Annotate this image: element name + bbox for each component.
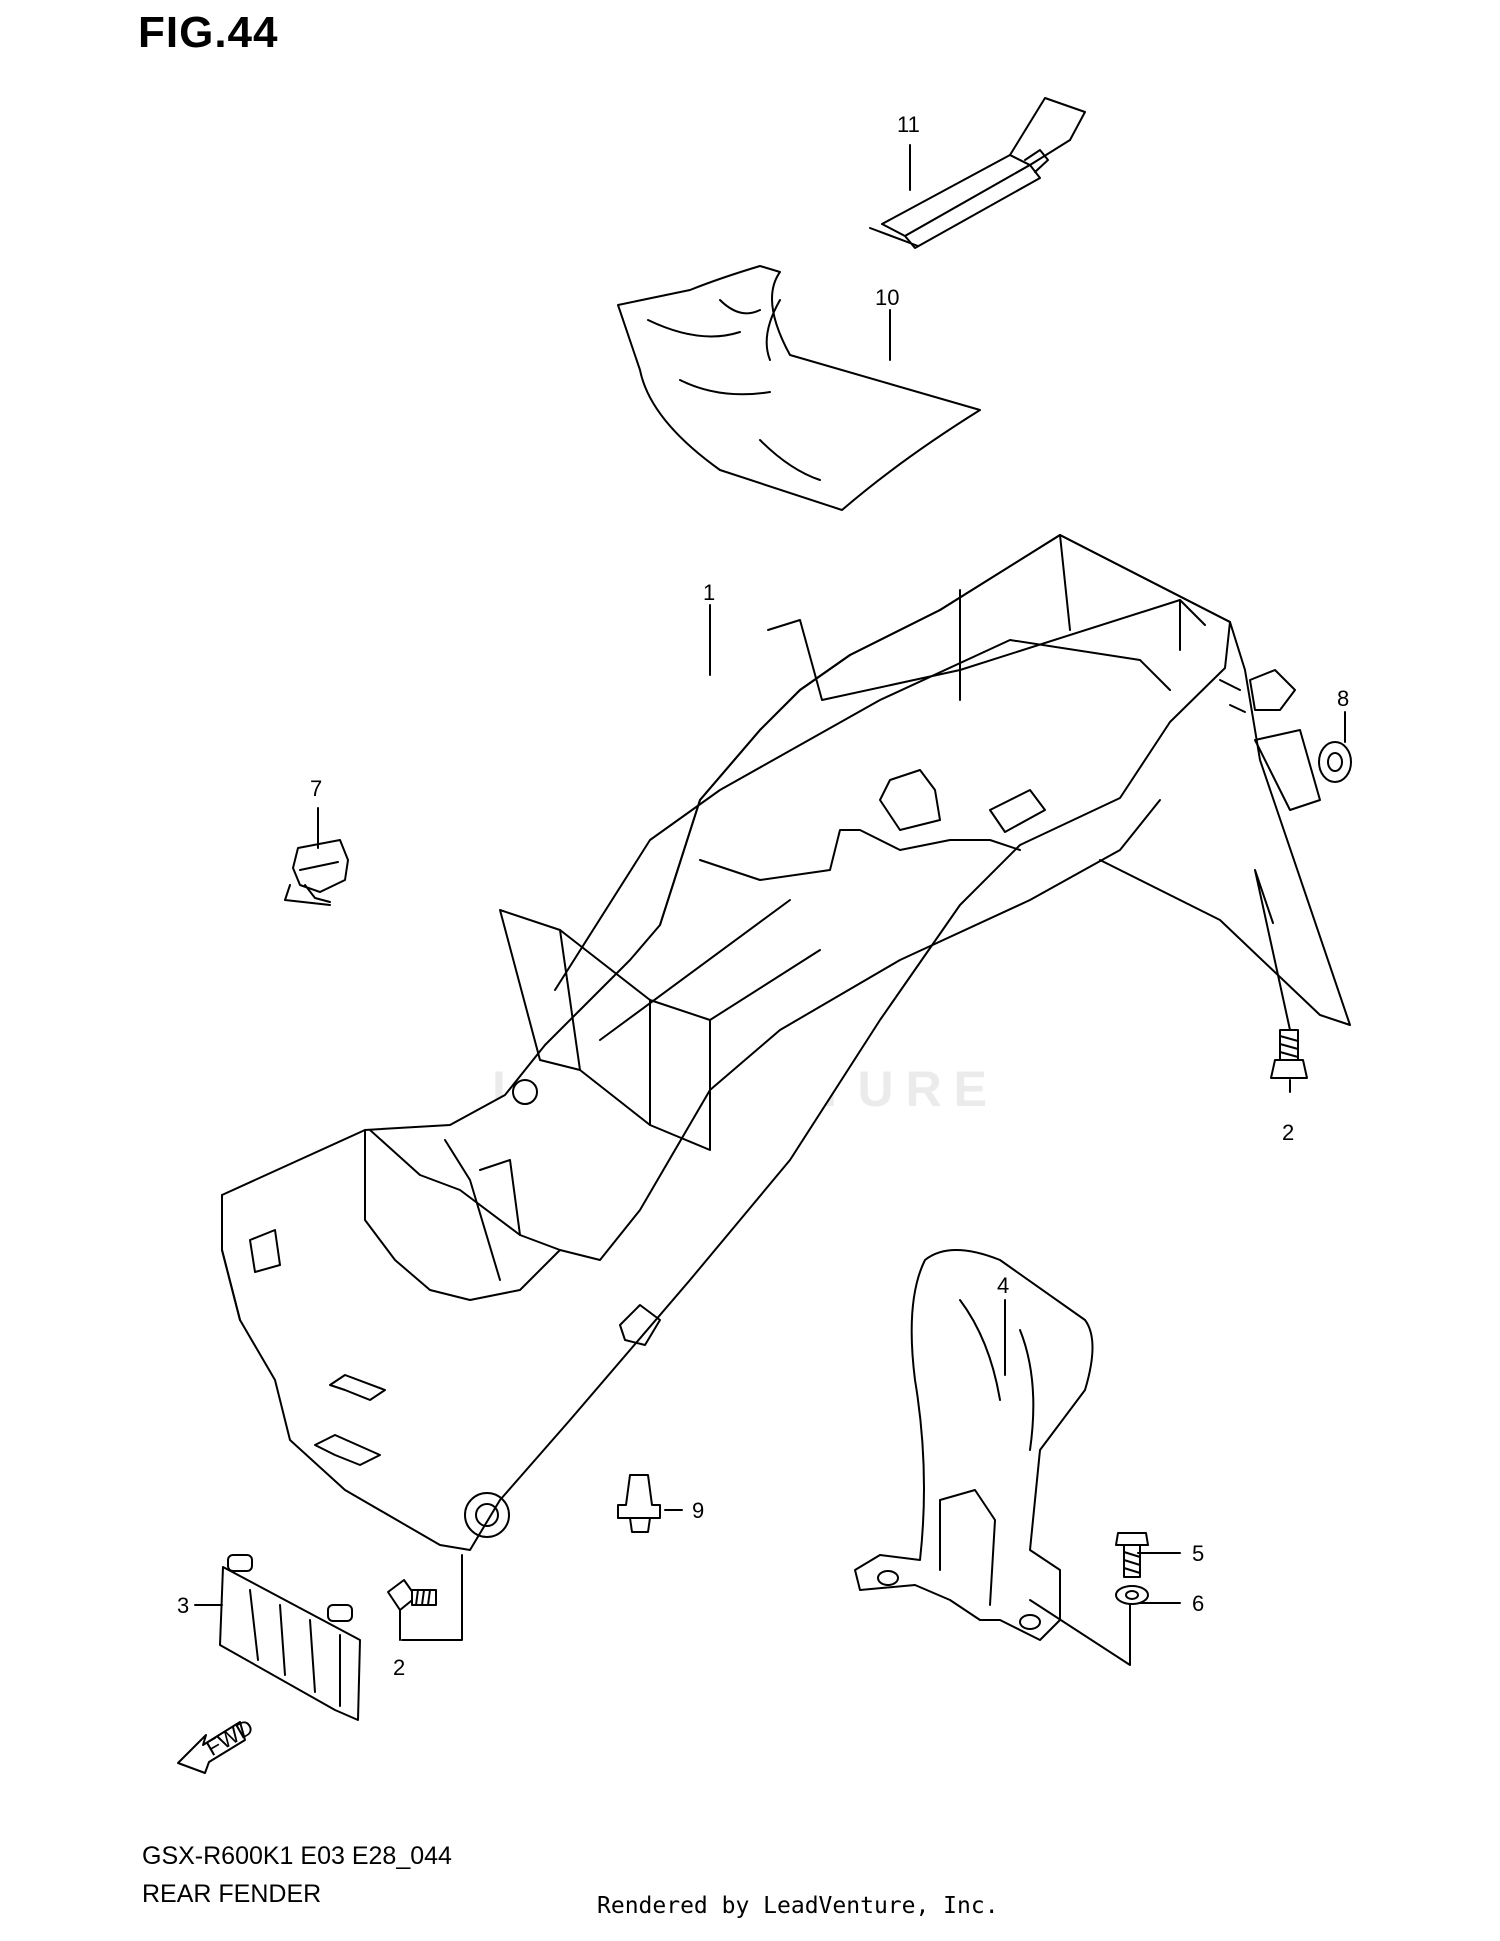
callout-4: 4 — [997, 1273, 1009, 1298]
callout-8: 8 — [1337, 686, 1349, 711]
render-credit: Rendered by LeadVenture, Inc. — [597, 1893, 999, 1919]
callout-11: 11 — [897, 112, 920, 137]
part-1-rear-fender[interactable] — [221, 534, 1351, 1551]
callout-6: 6 — [1192, 1591, 1204, 1616]
part-11-strap[interactable] — [869, 97, 1086, 249]
part-9-clip[interactable] — [617, 1474, 661, 1533]
forward-arrow-label: FWD — [202, 1714, 258, 1761]
part-3-guard[interactable] — [219, 1554, 361, 1721]
callout-3: 3 — [177, 1593, 189, 1618]
part-4-cover[interactable] — [854, 1249, 1094, 1641]
part-8-washer[interactable] — [1318, 741, 1352, 783]
leader-lines — [194, 144, 1346, 1666]
part-2-bolt-right[interactable] — [1270, 1029, 1308, 1079]
model-code: GSX-R600K1 E03 E28_044 — [142, 1842, 452, 1870]
part-7-clamp[interactable] — [284, 839, 349, 906]
part-10-pad[interactable] — [617, 265, 981, 511]
callout-9: 9 — [692, 1498, 704, 1523]
callout-10: 10 — [875, 285, 899, 310]
callout-2-bottom: 2 — [393, 1655, 405, 1680]
callout-labels: 1 2 2 3 4 5 6 7 8 9 10 11 — [177, 112, 1349, 1680]
callout-1: 1 — [703, 580, 715, 605]
callout-5: 5 — [1192, 1541, 1204, 1566]
forward-arrow-icon: FWD — [177, 1714, 258, 1774]
part-6-washer[interactable] — [1115, 1585, 1149, 1605]
group-name: REAR FENDER — [142, 1880, 322, 1908]
callout-7: 7 — [310, 776, 322, 801]
part-2-bolt-bottom[interactable] — [387, 1579, 437, 1611]
callout-2-right: 2 — [1282, 1120, 1294, 1145]
part-5-bolt[interactable] — [1115, 1532, 1149, 1578]
figure-title: FIG.44 — [138, 8, 279, 57]
